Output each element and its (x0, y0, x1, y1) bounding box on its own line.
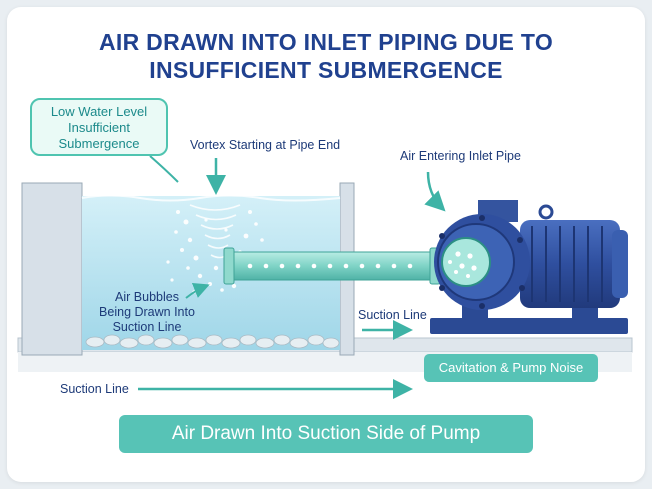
callout-pointer-arrow (149, 155, 179, 183)
motor-end-cap (612, 230, 628, 298)
air-bubbles-line-3: Suction Line (112, 320, 182, 334)
motor-fins (531, 226, 603, 302)
air-entering-label: Air Entering Inlet Pipe (400, 149, 521, 163)
callout-line-3: Submergence (58, 136, 140, 151)
air-bubbles-line-2: Being Drawn Into (99, 305, 195, 319)
water-surface (81, 194, 341, 202)
callout-line-2: Insufficient (68, 120, 130, 135)
tank-left-wall (21, 182, 83, 356)
vortex-label: Vortex Starting at Pipe End (190, 138, 341, 152)
callout-line-1: Low Water Level (50, 104, 148, 119)
pipe-inlet-end (223, 247, 235, 285)
pump-bolts (439, 215, 525, 309)
suction-line-bottom-label: Suction Line (60, 382, 129, 396)
pump-inlet-bubbles (448, 251, 477, 278)
diagram-title-line-1: AIR DRAWN INTO INLET PIPING DUE TO (98, 29, 554, 55)
pump-motor (520, 220, 620, 308)
suction-line-right-label: Suction Line (358, 308, 427, 322)
pump-base (430, 318, 628, 334)
air-entering-arrow (424, 171, 446, 212)
low-water-level-callout: Low Water Level Insufficient Submergence (30, 98, 168, 156)
vortex-swirl (189, 204, 241, 259)
motor-lifting-eye (538, 204, 554, 220)
pipe-bubbles (247, 263, 413, 269)
air-bubbles-label: Air Bubbles Being Drawn Into Suction Lin… (92, 290, 202, 335)
bubbles-arrow (185, 283, 210, 299)
tank-bottom-pebbles (85, 334, 340, 349)
bottom-banner: Air Drawn Into Suction Side of Pump (119, 415, 533, 453)
air-bubbles-line-1: Air Bubbles (115, 290, 179, 304)
cavitation-badge: Cavitation & Pump Noise (424, 354, 598, 382)
pump-inlet-eye (441, 237, 491, 287)
diagram-title-line-2: INSUFFICIENT SUBMERGENCE (149, 57, 503, 83)
